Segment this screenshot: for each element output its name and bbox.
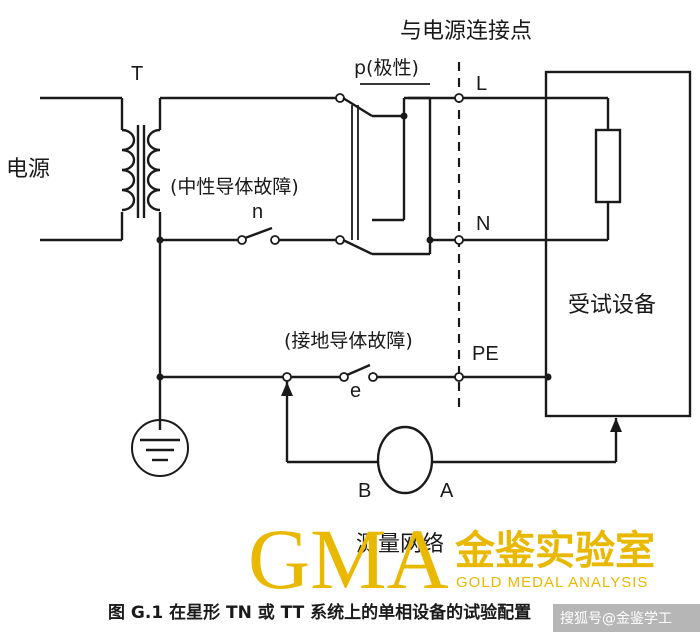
polarity-switch [335, 93, 434, 256]
logo-name-cn: 金鉴实验室 [454, 527, 655, 574]
equipment-under-test-box [544, 70, 692, 418]
earth-electrode-icon [131, 419, 189, 477]
connection-point-label: 与电源连接点 [400, 19, 532, 44]
logo-name-en: GOLD MEDAL ANALYSIS [456, 574, 648, 591]
equipment-under-test-label: 受试设备 [568, 293, 656, 318]
load-resistor [594, 128, 622, 204]
terminal-pe [454, 372, 464, 382]
line-l-label: L [476, 73, 487, 95]
meter-terminal-b-label: B [358, 480, 371, 502]
earth-fault-switch [339, 363, 378, 382]
neutral-n-label: N [476, 213, 490, 235]
earth-fault-label: (接地导体故障) [284, 330, 413, 352]
meter-terminal-a-label: A [440, 480, 454, 502]
polarity-switch-label: p(极性) [354, 57, 419, 79]
source-watermark: 搜狐号@金鉴学工 [560, 611, 672, 627]
power-source-label: 电源 [6, 157, 50, 182]
measurement-leads [281, 372, 622, 464]
transformer-label: T [131, 63, 143, 85]
figure-caption: 图 G.1 在星形 TN 或 TT 系统上的单相设备的试验配置 [108, 602, 531, 623]
line-conductor-l [160, 96, 610, 130]
terminal-n [454, 235, 464, 245]
source-wires [40, 96, 124, 242]
terminal-l [454, 93, 464, 103]
measuring-network-label: 测量网络 [356, 532, 444, 557]
transformer-primary-coil [121, 128, 136, 212]
watermark-background [553, 604, 700, 632]
transformer-secondary-coil [146, 128, 161, 212]
measuring-meter [376, 425, 434, 495]
protective-earth-conductor [160, 373, 552, 381]
neutral-fault-label: (中性导体故障) [170, 176, 299, 198]
logo-mark: GMA [248, 511, 449, 607]
neutral-switch-label: n [252, 201, 263, 223]
protective-earth-label: PE [472, 343, 499, 365]
neutral-fault-switch [237, 226, 280, 245]
earth-switch-label: e [350, 380, 361, 402]
